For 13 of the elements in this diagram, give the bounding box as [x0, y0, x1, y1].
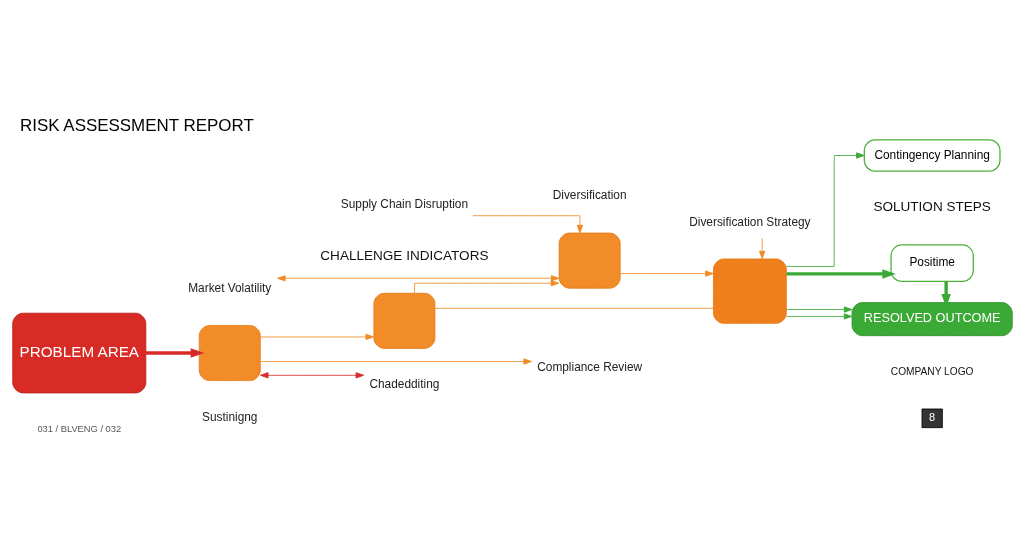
- node-text: Supply Chain Disruption: [340, 196, 468, 211]
- node-text: Chadedditing: [368, 377, 439, 392]
- node-text: Market Volatility: [187, 280, 271, 295]
- label: COMPANY LOGO: [890, 366, 973, 378]
- node-text: Diversification: [552, 188, 627, 203]
- label: SOLUTION STEPS: [872, 199, 991, 215]
- label: 8: [928, 411, 935, 424]
- node-text: Sustinigng: [201, 409, 257, 424]
- label: 031 / BLVENG / 032: [36, 423, 121, 434]
- diagram-title: RISK ASSESSMENT REPORT: [19, 116, 254, 136]
- node-text: Diversification Strategy: [688, 214, 811, 229]
- label: CHALLENGE INDICATORS: [319, 247, 488, 263]
- node-text: Compliance Review: [536, 360, 642, 375]
